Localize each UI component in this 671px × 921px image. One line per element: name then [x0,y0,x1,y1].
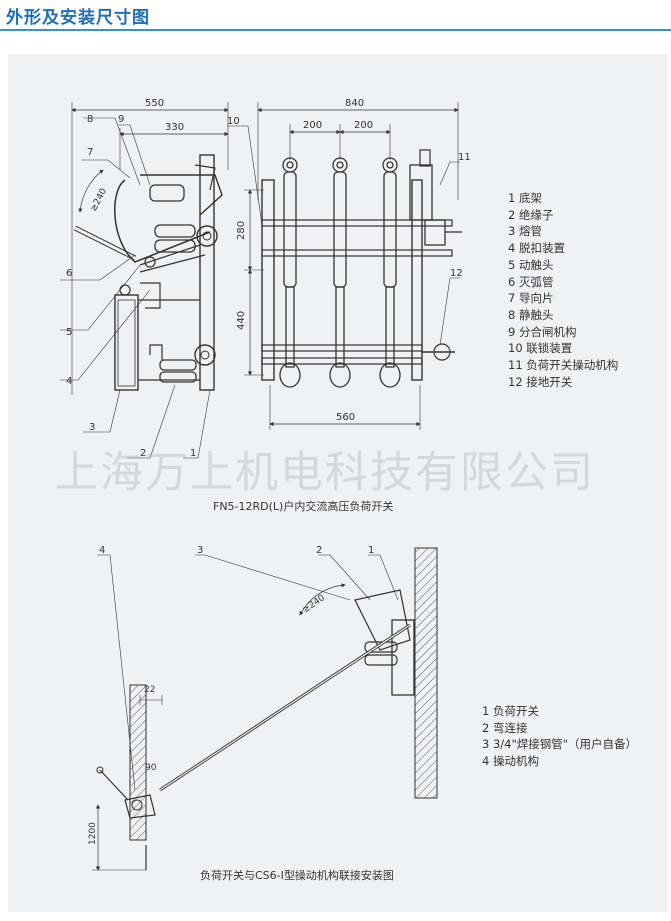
install-callout-4: 4 [99,545,105,556]
legend-item: 4 操动机构 [482,754,539,769]
callout-8: 8 [87,114,93,125]
callout-12: 12 [450,268,463,279]
legend-item: 2 绝缘子 [508,207,554,222]
caption-switch: FN5-12RD(L)户内交流高压负荷开关 [213,500,394,513]
legend-item: 4 脱扣装置 [508,241,565,256]
legend-item: 2 弯连接 [482,720,528,735]
legend-item: 11 负荷开关操动机构 [508,358,619,373]
callout-9: 9 [118,114,124,125]
dim-90: 90 [145,763,157,773]
legend-installation-parts: 1 负荷开关 2 弯连接 3 3/4"焊接钢管"（用户自备） 4 操动机构 [482,703,637,770]
callout-10: 10 [227,116,240,127]
callout-11: 11 [458,152,471,163]
caption-installation: 负荷开关与CS6-Ⅰ型操动机构联接安装图 [200,869,394,882]
dim-330: 330 [165,122,184,133]
header-divider [0,29,671,31]
legend-item: 3 3/4"焊接钢管"（用户自备） [482,737,638,752]
legend-item: 10 联锁装置 [508,341,573,356]
install-callout-1: 1 [368,545,374,556]
dim-240-side: ≥240 [89,187,110,214]
legend-item: 1 底架 [508,191,542,205]
dim-240-install: ≥240 [301,593,327,616]
legend-item: 6 灭弧管 [508,274,554,289]
legend-item: 12 接地开关 [508,374,573,389]
install-callout-2: 2 [316,545,322,556]
dim-1200: 1200 [88,822,98,845]
front-view-drawing [244,102,462,430]
drawing-panel [8,54,668,912]
dim-200-left: 200 [303,120,322,131]
callout-6: 6 [66,268,72,279]
watermark: 上海万上机电科技有限公司 [55,448,595,498]
dim-440: 440 [236,311,247,330]
dim-560: 560 [336,412,355,423]
callout-7: 7 [87,147,93,158]
legend-item: 9 分合闸机构 [508,324,577,339]
legend-item: 1 负荷开关 [482,704,539,718]
dim-200-right: 200 [354,120,373,131]
legend-item: 8 静触头 [508,307,554,322]
installation-drawing [92,547,438,871]
callout-3: 3 [89,422,95,433]
legend-item: 3 熔管 [508,224,542,239]
callout-5: 5 [66,327,72,338]
dim-840: 840 [345,98,364,109]
page-title: 外形及安装尺寸图 [6,8,150,28]
callout-4: 4 [66,376,72,387]
install-callout-3: 3 [197,545,203,556]
dim-22: 22 [144,685,155,695]
dim-280: 280 [236,221,247,240]
side-view-drawing [60,102,263,459]
legend-item: 7 导向片 [508,291,554,306]
callout-2: 2 [140,448,146,459]
callout-1: 1 [190,448,196,459]
dim-550: 550 [145,98,164,109]
legend-item: 5 动触头 [508,257,554,272]
